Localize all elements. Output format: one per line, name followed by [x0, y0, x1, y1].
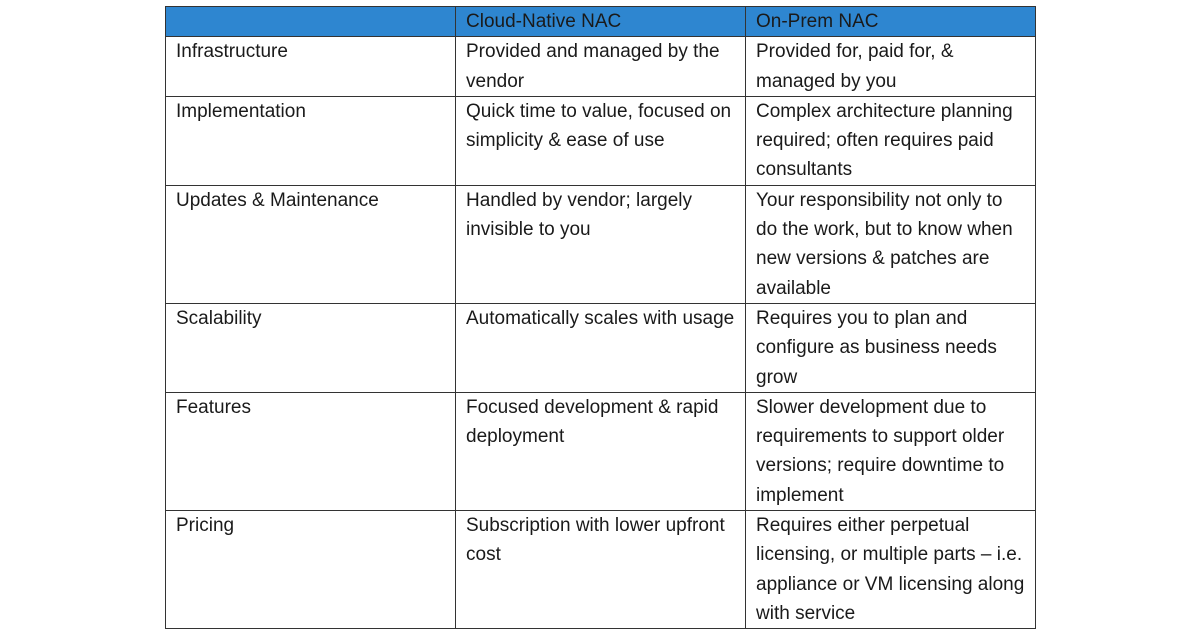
header-row: Cloud-Native NAC On-Prem NAC: [165, 5, 1036, 38]
row-label: Pricing: [165, 510, 456, 629]
row-label: Implementation: [165, 95, 456, 186]
cloud-native-cell: Subscription with lower upfront cost: [455, 510, 746, 629]
cloud-native-cell: Quick time to value, focused on simplici…: [455, 95, 746, 186]
on-prem-cell: Requires you to plan and configure as bu…: [745, 302, 1036, 393]
on-prem-cell: Your responsibility not only to do the w…: [745, 184, 1036, 304]
row-label: Scalability: [165, 302, 456, 393]
header-cell-on-prem: On-Prem NAC: [745, 5, 1036, 38]
on-prem-cell: Slower development due to requirements t…: [745, 391, 1036, 512]
table-row: Features Focused development & rapid dep…: [165, 391, 1036, 512]
header-cell-cloud-native: Cloud-Native NAC: [455, 5, 746, 38]
cloud-native-cell: Provided and managed by the vendor: [455, 36, 746, 97]
row-label: Features: [165, 391, 456, 512]
table-row: Updates & Maintenance Handled by vendor;…: [165, 184, 1036, 304]
cloud-native-cell: Focused development & rapid deployment: [455, 391, 746, 512]
cloud-native-cell: Handled by vendor; largely invisible to …: [455, 184, 746, 304]
on-prem-cell: Requires either perpetual licensing, or …: [745, 510, 1036, 629]
table-row: Pricing Subscription with lower upfront …: [165, 510, 1036, 629]
row-label: Infrastructure: [165, 36, 456, 97]
header-cell-empty: [165, 5, 456, 38]
table-row: Scalability Automatically scales with us…: [165, 302, 1036, 393]
on-prem-cell: Complex architecture planning required; …: [745, 95, 1036, 186]
table-row: Infrastructure Provided and managed by t…: [165, 36, 1036, 97]
row-label: Updates & Maintenance: [165, 184, 456, 304]
cloud-native-cell: Automatically scales with usage: [455, 302, 746, 393]
comparison-table: Cloud-Native NAC On-Prem NAC Infrastruct…: [165, 5, 1036, 629]
table-row: Implementation Quick time to value, focu…: [165, 95, 1036, 186]
on-prem-cell: Provided for, paid for, & managed by you: [745, 36, 1036, 97]
